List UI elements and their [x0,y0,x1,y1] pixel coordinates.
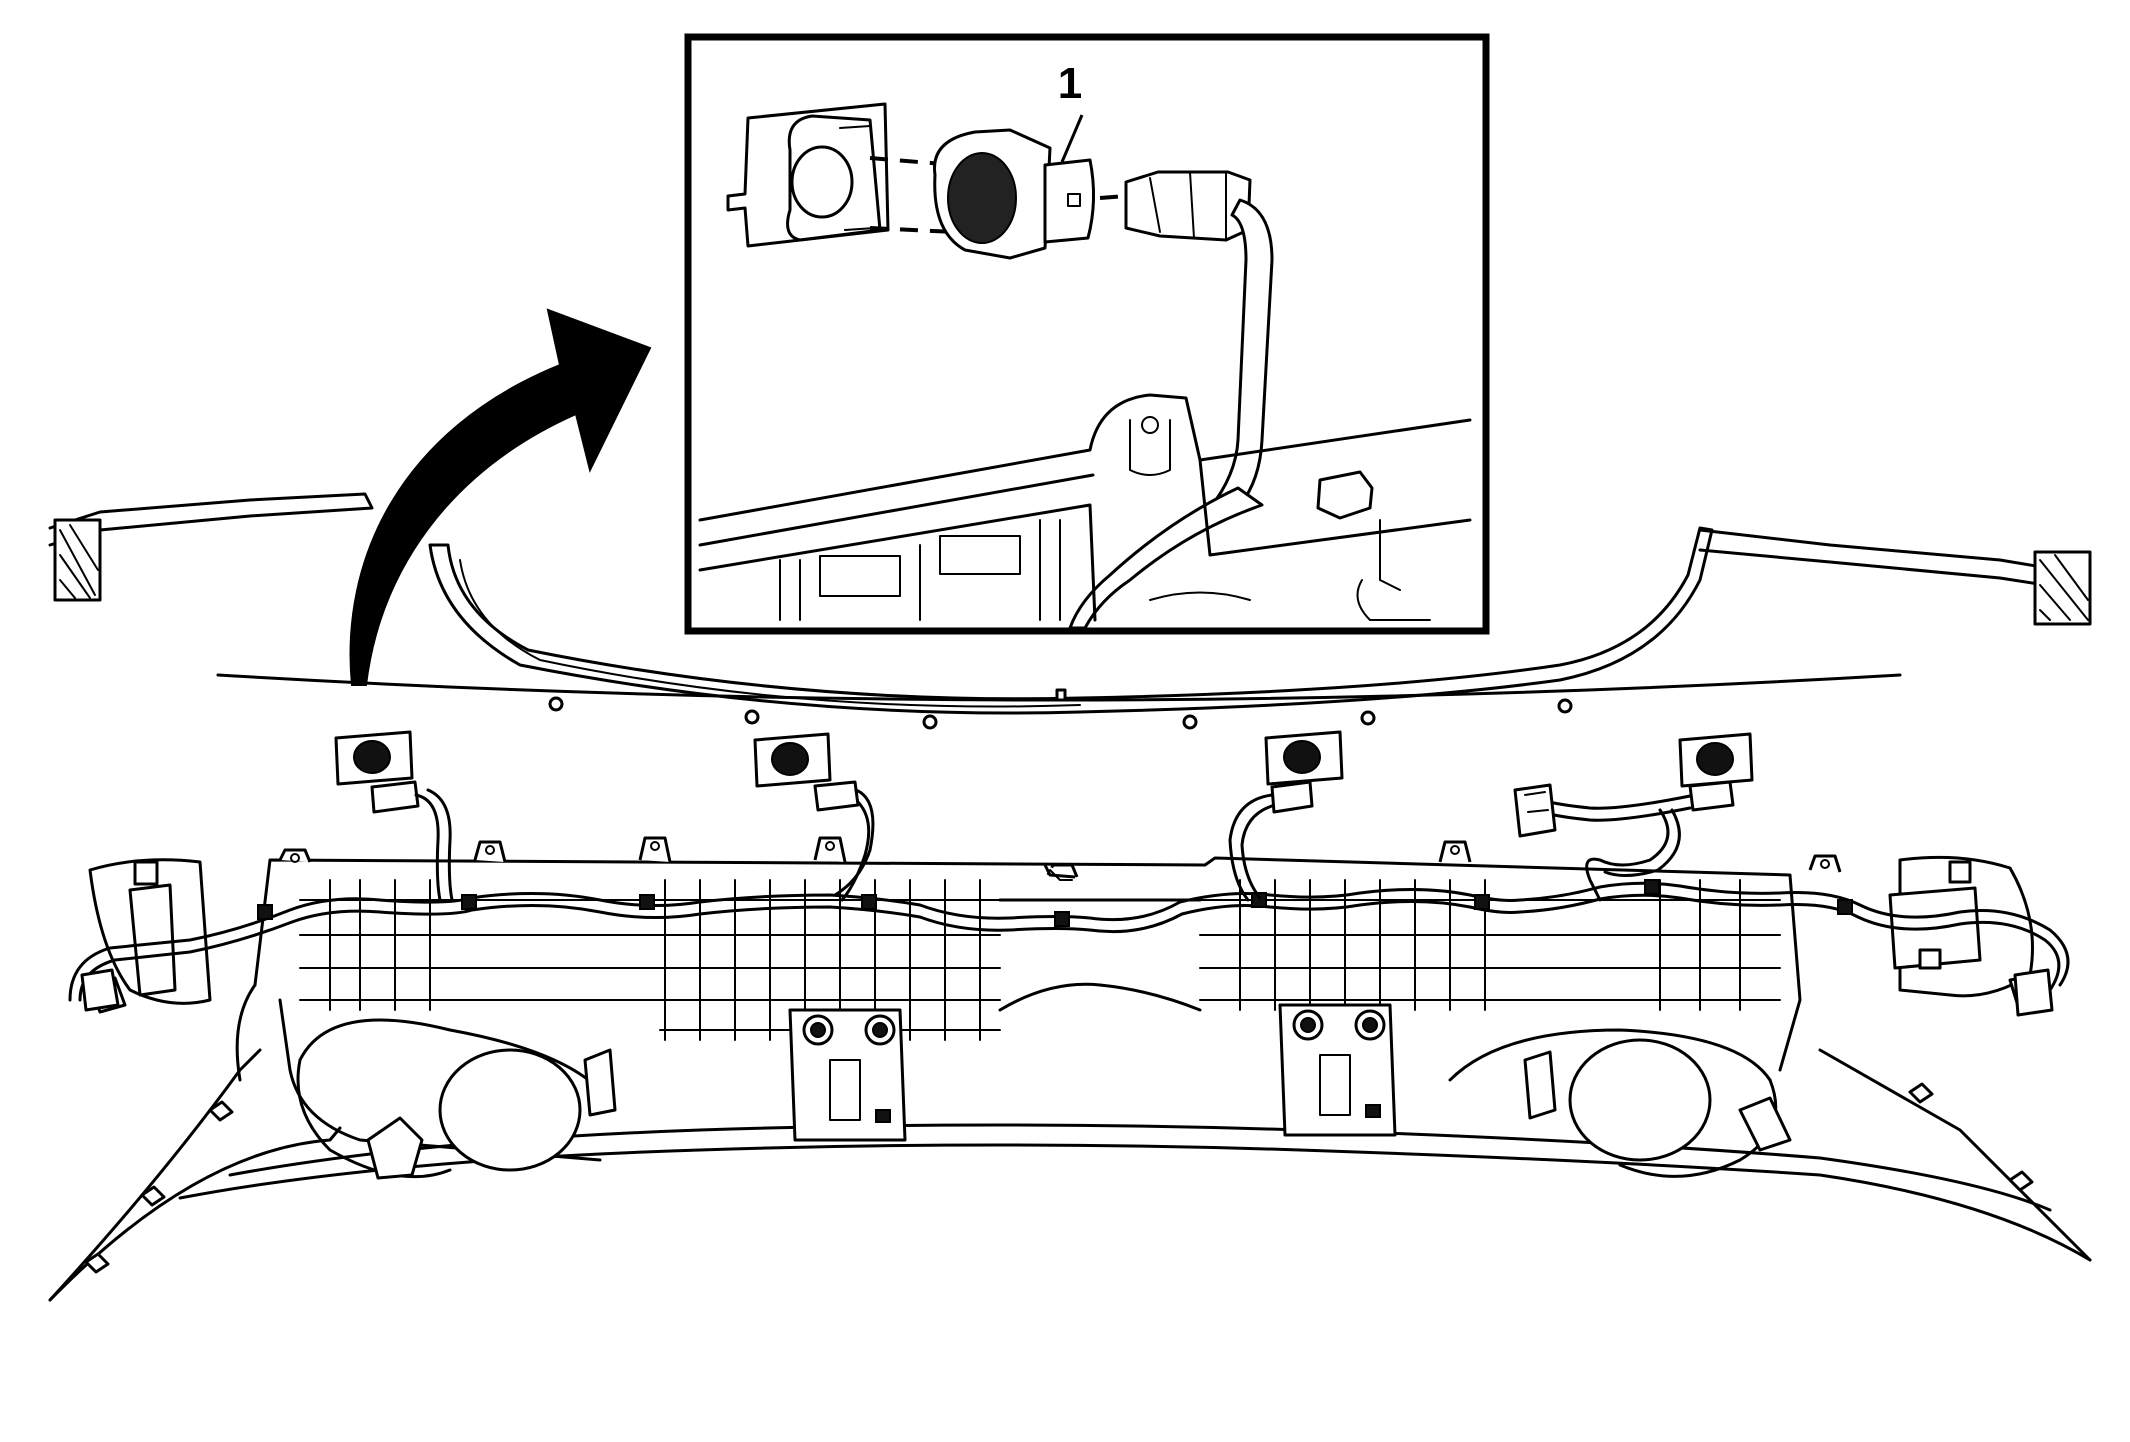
sensor-4 [1538,732,1754,822]
parking-assist-sensor [933,128,1096,260]
mount-pad-right [1278,1003,1397,1137]
harness-clips [257,879,1853,927]
detail-inset: 1 [684,33,1490,635]
curved-arrow-icon [349,308,652,686]
side-bracket-left [88,858,212,1005]
fog-lamp-left [296,1018,617,1180]
callout-1-label: 1 [1058,59,1082,108]
bumper-reinforcement [48,836,2092,1302]
beam-mounting-tabs [278,836,1842,878]
sensor-2 [753,732,875,902]
fog-lamp-right [1448,1028,1792,1178]
fascia-clips [84,1082,2034,1274]
callout-1-leader [1060,114,1084,163]
mount-pad-left [788,1008,907,1142]
sensor-bracket [726,102,890,248]
bumper-fascia [48,492,2092,730]
harness-connector [1124,170,1252,242]
sensor-3 [1228,730,1344,902]
alignment-line-lower [869,226,956,234]
fascia-screws [548,688,1573,730]
loose-harness-connector [1513,783,1681,902]
sensor-1 [334,730,454,902]
